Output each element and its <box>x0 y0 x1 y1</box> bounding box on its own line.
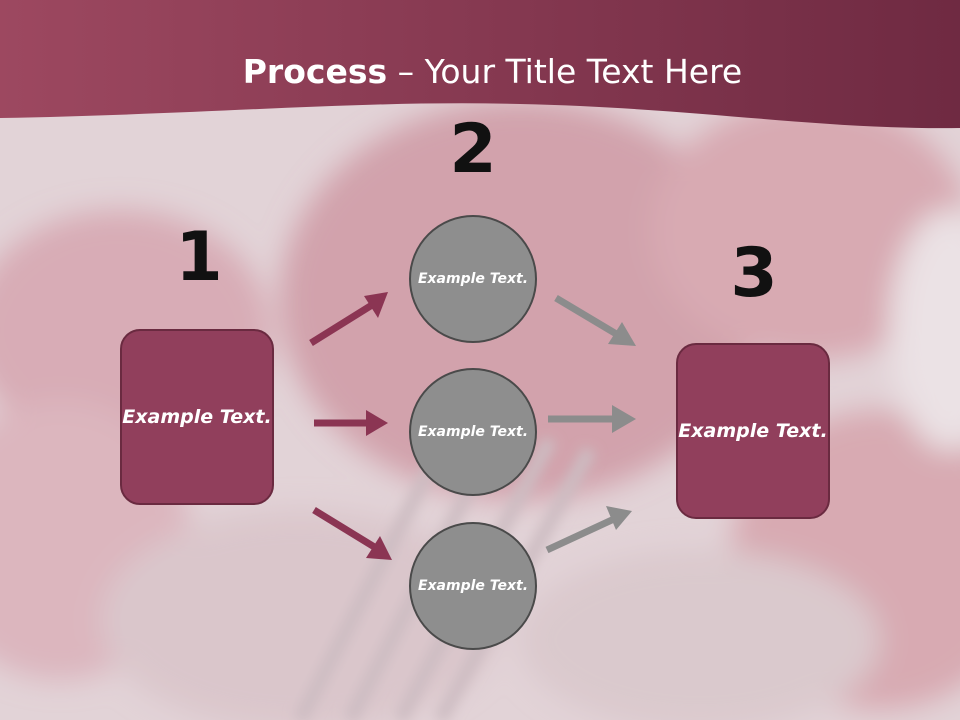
circle-middle-text: Example Text. <box>417 423 529 440</box>
title-bold: Process <box>242 52 388 91</box>
circle-top-text: Example Text. <box>417 270 529 287</box>
right-step-box[interactable]: Example Text. <box>676 343 830 519</box>
circle-bottom[interactable]: Example Text. <box>409 522 537 650</box>
step-number-3: 3 <box>730 234 778 313</box>
left-box-text: Example Text. <box>122 405 272 428</box>
step-number-2: 2 <box>449 110 497 189</box>
circle-bottom-text: Example Text. <box>417 577 529 594</box>
right-box-text: Example Text. <box>678 419 828 442</box>
circle-top[interactable]: Example Text. <box>409 215 537 343</box>
slide-title: Process – Your Title Text Here <box>0 52 960 91</box>
circle-middle[interactable]: Example Text. <box>409 368 537 496</box>
title-banner <box>0 0 960 129</box>
left-step-box[interactable]: Example Text. <box>120 329 274 505</box>
title-rest: – Your Title Text Here <box>387 52 743 91</box>
step-number-1: 1 <box>175 218 223 297</box>
